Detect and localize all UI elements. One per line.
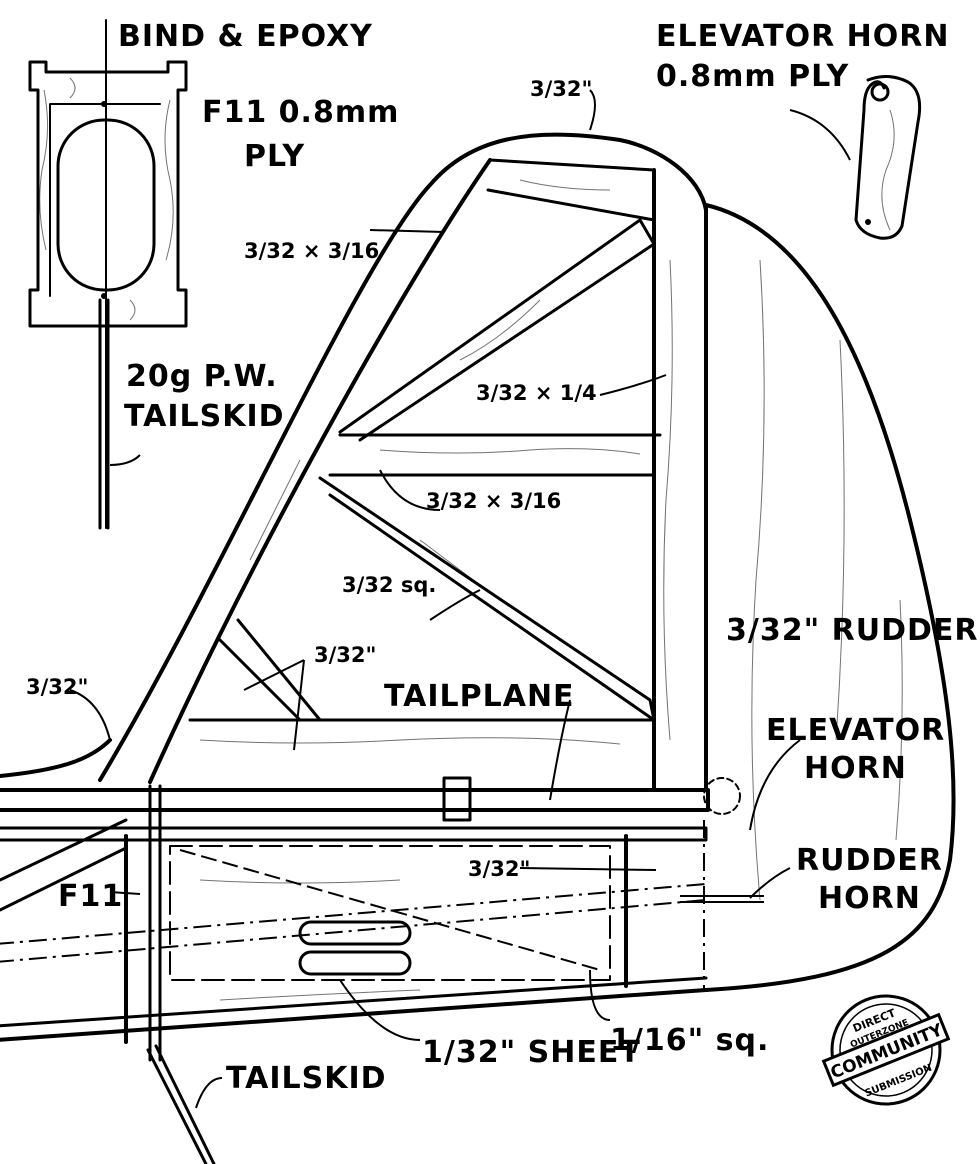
fin-gusset-dimension: 3/32": [314, 643, 376, 667]
fin-upper-diagonal-dimension: 3/32 × 1/4: [476, 381, 597, 405]
elevator-horn-label: ELEVATOR: [766, 713, 945, 748]
fin-cross-spar-dimension: 3/32 × 3/16: [426, 489, 561, 513]
fin-leading-edge-dimension: 3/32 × 3/16: [244, 239, 379, 263]
fin-lower-diagonal-dimension: 3/32 sq.: [342, 573, 436, 597]
tailskid-label: TAILSKID: [226, 1061, 387, 1096]
rudder: [680, 203, 956, 992]
elevator-horn-ply-label-line2: 0.8mm PLY: [656, 59, 850, 94]
rudder-label: 3/32" RUDDER: [726, 613, 979, 648]
rudder-horn-label: RUDDER: [796, 843, 943, 878]
square-strip-label: 1/16" sq.: [610, 1023, 769, 1058]
f11-ply-label-line2: PLY: [244, 139, 305, 174]
fuselage-sheet-dimension: 3/32": [468, 857, 530, 881]
sheet-label: 1/32" SHEET: [422, 1035, 641, 1070]
tailplane-label: TAILPLANE: [384, 679, 575, 714]
elevator-horn-detail: [789, 75, 922, 240]
fin-top-dimension: 3/32": [530, 77, 592, 101]
bind-epoxy-label: BIND & EPOXY: [118, 19, 373, 54]
community-submission-stamp: DIRECT OUTERZONE COMMUNITY SUBMISSION: [821, 994, 951, 1106]
leader-lines: [69, 89, 801, 1109]
f11-former-detail: [28, 19, 188, 530]
fillet-dimension: 3/32": [26, 675, 88, 699]
fuselage: [0, 818, 708, 1164]
f11-former-label: F11: [58, 879, 123, 914]
rudder-horn-label-line2: HORN: [818, 881, 921, 916]
elevator-horn-label-line2: HORN: [804, 751, 907, 786]
tailskid-wire-label-line2: TAILSKID: [124, 399, 285, 434]
fin-structure: [98, 132, 708, 792]
elevator-horn-ply-label: ELEVATOR HORN: [656, 19, 950, 54]
tailskid-wire-label: 20g P.W.: [126, 359, 278, 394]
f11-ply-label: F11 0.8mm: [202, 95, 399, 130]
